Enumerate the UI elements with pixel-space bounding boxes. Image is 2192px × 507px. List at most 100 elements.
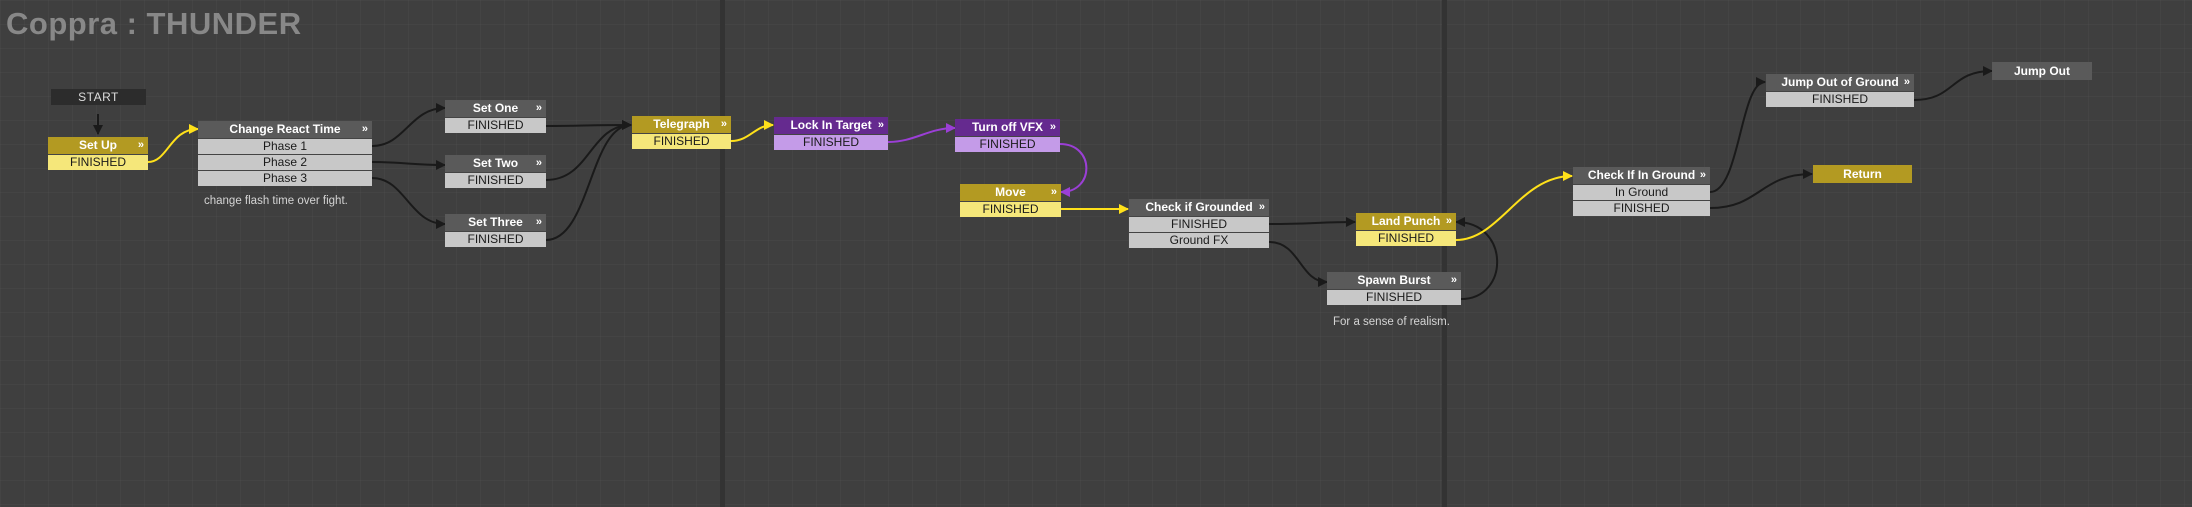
- chevron-double-right-icon[interactable]: »: [1258, 201, 1265, 213]
- pane-divider: [720, 0, 725, 507]
- wire-grounded-finished: [1268, 217, 1356, 228]
- event-finished[interactable]: FINISHED: [1327, 289, 1461, 305]
- state-move[interactable]: Move » FINISHED: [960, 184, 1061, 217]
- event-finished[interactable]: FINISHED: [960, 201, 1061, 217]
- state-title: Turn off VFX: [971, 120, 1044, 134]
- state-set-two[interactable]: Set Two » FINISHED: [445, 155, 546, 188]
- state-header[interactable]: Turn off VFX »: [955, 119, 1060, 136]
- state-check-if-in-ground[interactable]: Check If In Ground » In Ground FINISHED: [1573, 167, 1710, 216]
- state-title: Lock In Target: [790, 118, 872, 132]
- wire-phase2: [371, 159, 446, 170]
- event-phase-3[interactable]: Phase 3: [198, 170, 372, 186]
- event-in-ground[interactable]: In Ground: [1573, 184, 1710, 200]
- wire-phase1: [371, 103, 446, 147]
- state-return[interactable]: Return: [1813, 165, 1912, 183]
- wire-setup-finished: [147, 124, 199, 163]
- wire-inground: [1709, 77, 1766, 193]
- state-title: Set One: [472, 101, 519, 115]
- event-finished[interactable]: FINISHED: [1129, 216, 1269, 232]
- event-finished[interactable]: FINISHED: [1573, 200, 1710, 216]
- state-header[interactable]: Check if Grounded »: [1129, 199, 1269, 216]
- state-jump-out[interactable]: Jump Out: [1992, 62, 2092, 80]
- state-title: Move: [995, 185, 1026, 199]
- pane-divider: [1442, 0, 1447, 507]
- wire-spawnburst: [1455, 217, 1499, 300]
- event-phase-1[interactable]: Phase 1: [198, 138, 372, 154]
- event-finished[interactable]: FINISHED: [48, 154, 148, 170]
- chevron-double-right-icon[interactable]: »: [877, 119, 884, 131]
- state-title: Telegraph: [653, 117, 710, 131]
- state-title: Set Two: [472, 156, 519, 170]
- state-turn-off-vfx[interactable]: Turn off VFX » FINISHED: [955, 119, 1060, 152]
- state-header[interactable]: Jump Out of Ground »: [1766, 74, 1914, 91]
- wire-setone: [545, 120, 632, 131]
- wire-vfx: [1059, 143, 1088, 197]
- wire-phase3: [371, 177, 446, 229]
- state-header[interactable]: Land Punch »: [1356, 213, 1456, 230]
- state-header[interactable]: Lock In Target »: [774, 117, 888, 134]
- chevron-double-right-icon[interactable]: »: [535, 157, 542, 169]
- state-lock-in-target[interactable]: Lock In Target » FINISHED: [774, 117, 888, 150]
- state-set-up[interactable]: Set Up » FINISHED: [48, 137, 148, 170]
- state-title: Land Punch: [1371, 214, 1441, 228]
- chevron-double-right-icon[interactable]: »: [720, 118, 727, 130]
- state-header[interactable]: Move »: [960, 184, 1061, 201]
- state-title: Set Up: [78, 138, 117, 152]
- state-header[interactable]: Set Three »: [445, 214, 546, 231]
- event-finished[interactable]: FINISHED: [1356, 230, 1456, 246]
- wire-groundfx: [1268, 241, 1328, 287]
- chevron-double-right-icon[interactable]: »: [1050, 186, 1057, 198]
- event-ground-fx[interactable]: Ground FX: [1129, 232, 1269, 248]
- state-header[interactable]: Set Two »: [445, 155, 546, 172]
- state-title: Jump Out of Ground: [1781, 75, 1899, 89]
- chevron-double-right-icon[interactable]: »: [137, 139, 144, 151]
- state-title: Check if Grounded: [1145, 200, 1253, 214]
- chevron-double-right-icon[interactable]: »: [1445, 215, 1452, 227]
- state-header[interactable]: Set Up »: [48, 137, 148, 154]
- event-finished[interactable]: FINISHED: [445, 172, 546, 188]
- state-set-three[interactable]: Set Three » FINISHED: [445, 214, 546, 247]
- event-finished[interactable]: FINISHED: [774, 134, 888, 150]
- chevron-double-right-icon[interactable]: »: [535, 102, 542, 114]
- chevron-double-right-icon[interactable]: »: [1699, 169, 1706, 181]
- wire-settwo: [545, 120, 632, 181]
- state-check-if-grounded[interactable]: Check if Grounded » FINISHED Ground FX: [1129, 199, 1269, 248]
- event-finished[interactable]: FINISHED: [445, 231, 546, 247]
- event-phase-2[interactable]: Phase 2: [198, 154, 372, 170]
- wire-jumpout: [1913, 66, 1993, 101]
- state-header[interactable]: Telegraph »: [632, 116, 731, 133]
- state-change-react-time[interactable]: Change React Time » Phase 1 Phase 2 Phas…: [198, 121, 372, 186]
- chevron-double-right-icon[interactable]: »: [361, 123, 368, 135]
- state-header[interactable]: Check If In Ground »: [1573, 167, 1710, 184]
- state-jump-out-of-ground[interactable]: Jump Out of Ground » FINISHED: [1766, 74, 1914, 107]
- chevron-double-right-icon[interactable]: »: [1049, 121, 1056, 133]
- event-finished[interactable]: FINISHED: [955, 136, 1060, 152]
- event-finished[interactable]: FINISHED: [632, 133, 731, 149]
- state-land-punch[interactable]: Land Punch » FINISHED: [1356, 213, 1456, 246]
- wire-landpunch: [1455, 171, 1573, 241]
- state-title: Spawn Burst: [1357, 273, 1431, 287]
- wire-telegraph: [730, 120, 774, 142]
- state-telegraph[interactable]: Telegraph » FINISHED: [632, 116, 731, 149]
- wire-return: [1709, 169, 1813, 209]
- state-spawn-burst[interactable]: Spawn Burst » FINISHED: [1327, 272, 1461, 305]
- state-title: Set Three: [468, 215, 523, 229]
- start-marker[interactable]: START: [51, 89, 146, 105]
- state-title: Change React Time: [229, 122, 341, 136]
- chevron-double-right-icon[interactable]: »: [1450, 274, 1457, 286]
- event-finished[interactable]: FINISHED: [445, 117, 546, 133]
- chevron-double-right-icon[interactable]: »: [1903, 76, 1910, 88]
- event-finished[interactable]: FINISHED: [1766, 91, 1914, 107]
- wire-setthree: [545, 120, 632, 241]
- graph-title: Coppra : THUNDER: [6, 6, 302, 41]
- chevron-double-right-icon[interactable]: »: [535, 216, 542, 228]
- state-set-one[interactable]: Set One » FINISHED: [445, 100, 546, 133]
- state-comment: change flash time over fight.: [204, 195, 348, 207]
- wire-lock: [887, 123, 956, 143]
- state-header[interactable]: Set One »: [445, 100, 546, 117]
- state-header[interactable]: Spawn Burst »: [1327, 272, 1461, 289]
- state-header[interactable]: Change React Time »: [198, 121, 372, 138]
- state-comment: For a sense of realism.: [1333, 316, 1450, 328]
